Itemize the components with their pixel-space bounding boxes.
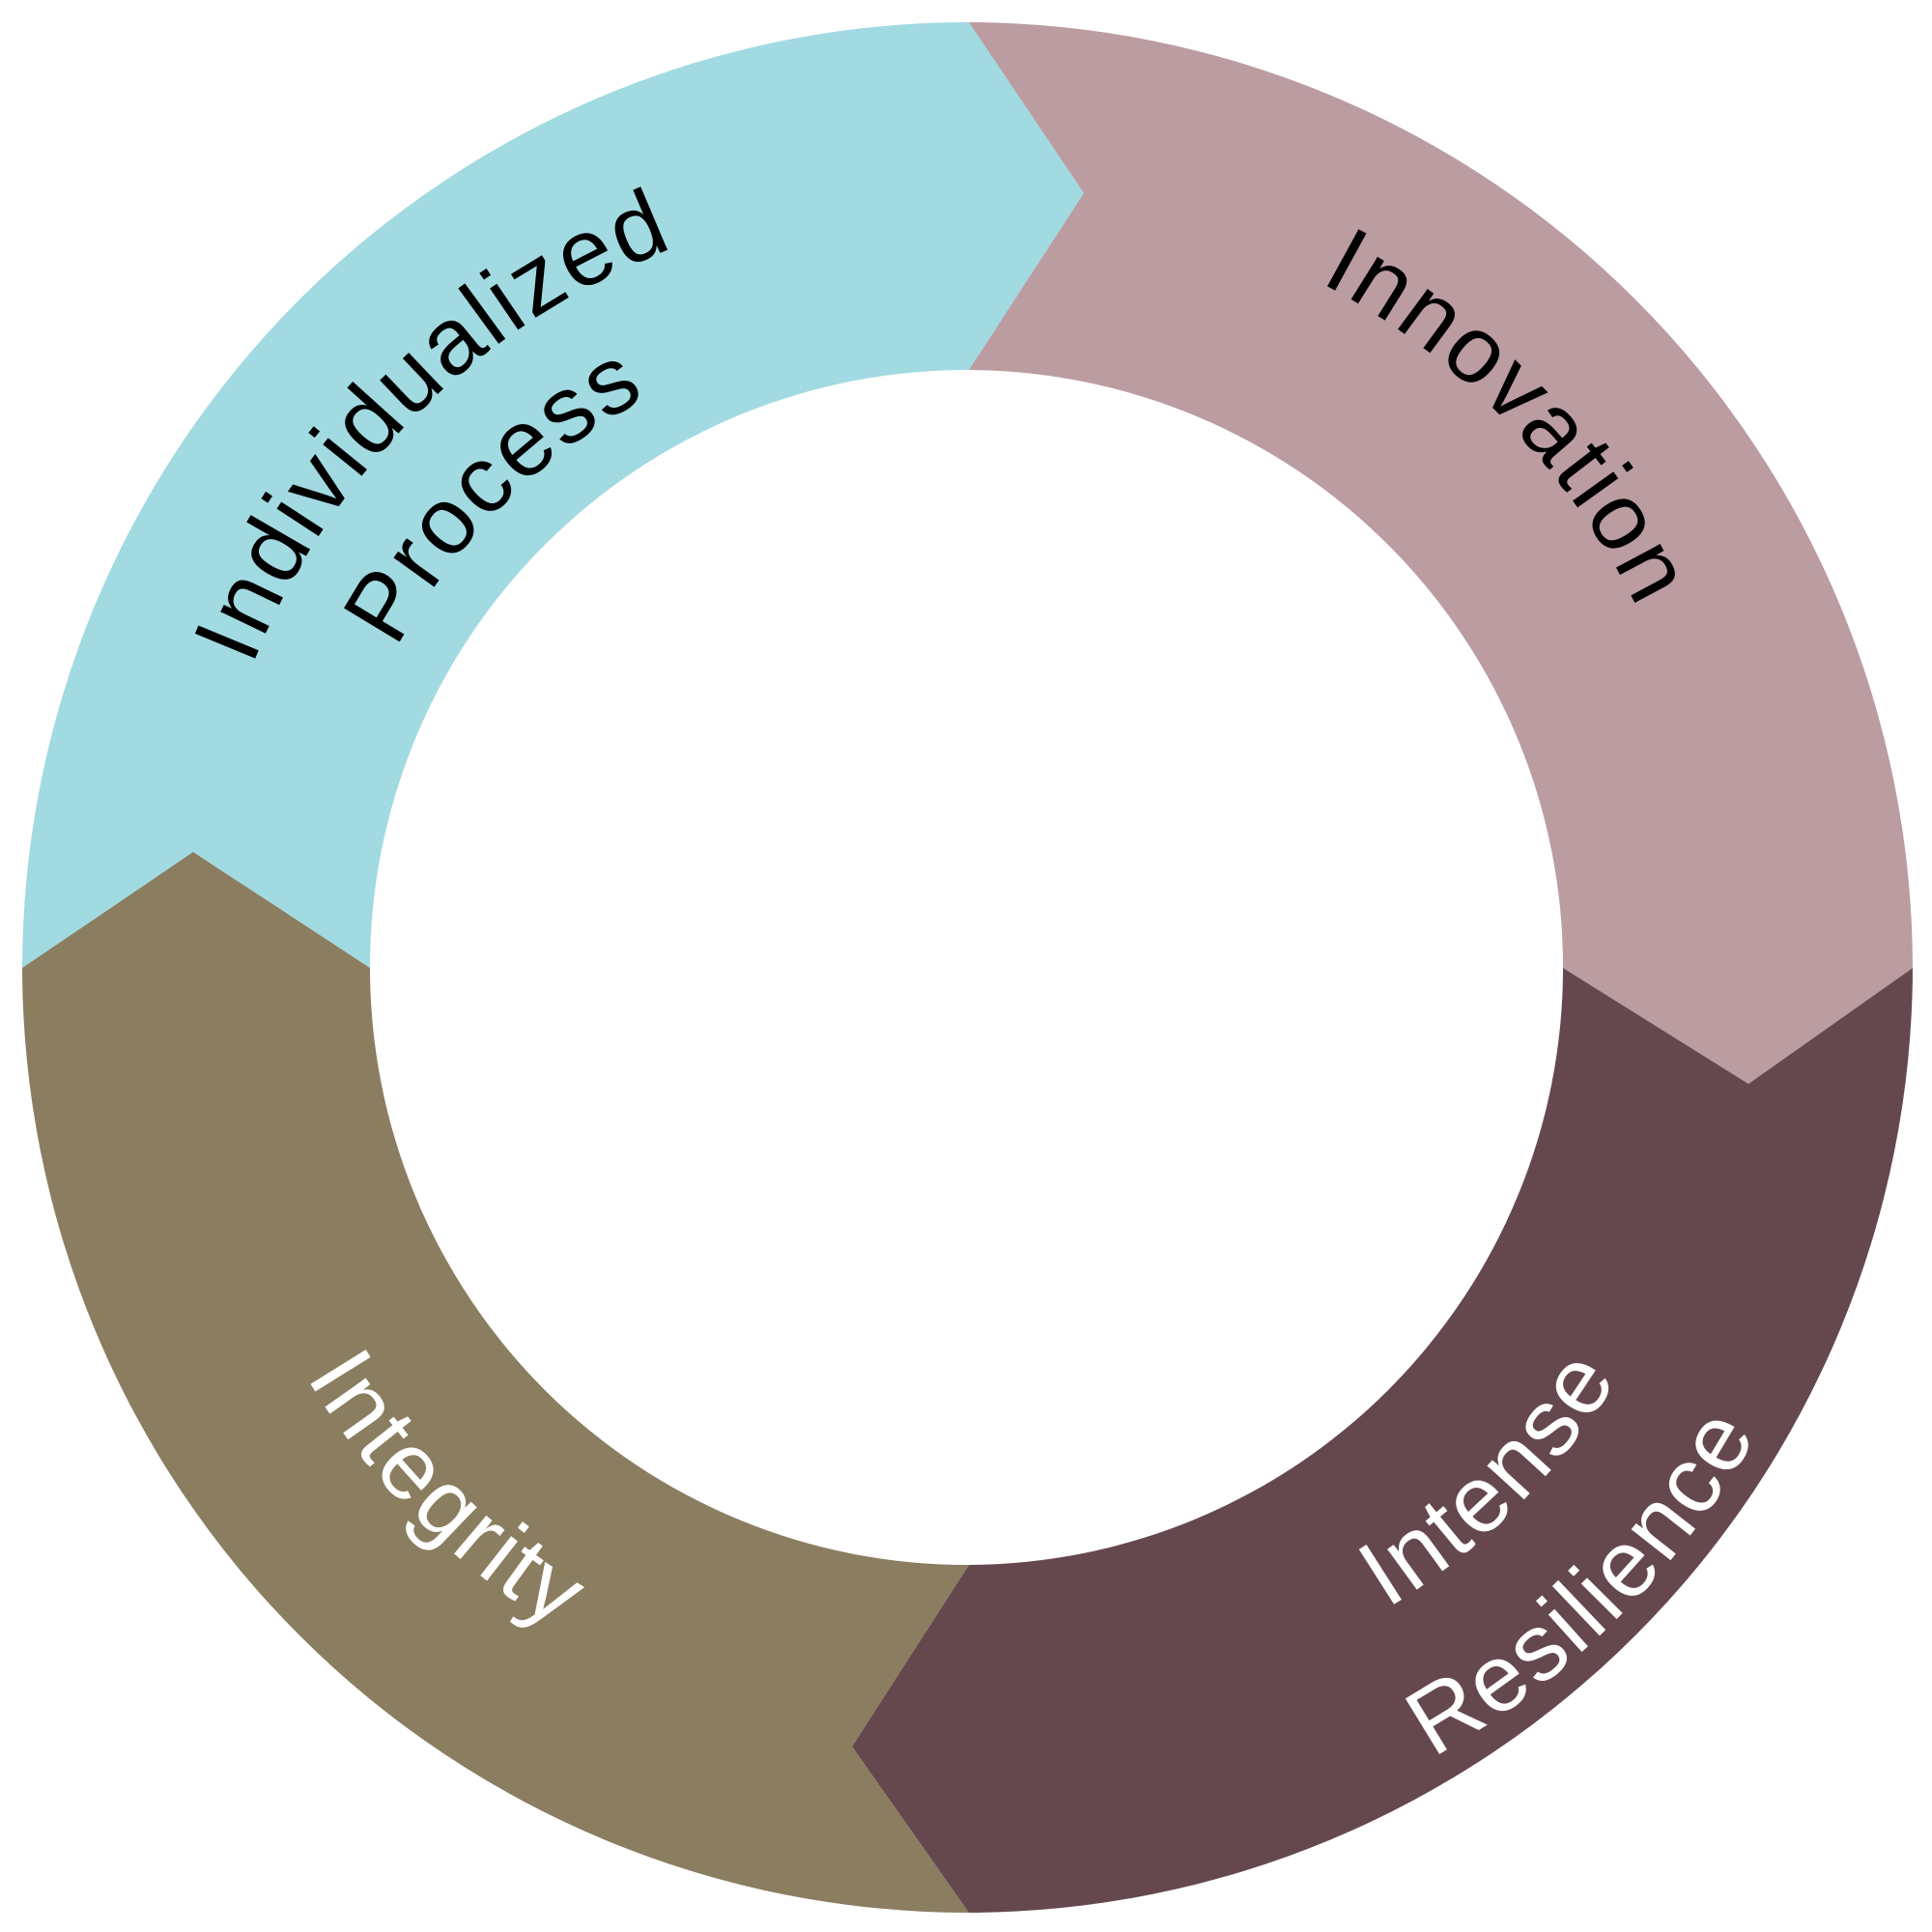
segment-innovation: [969, 22, 1913, 1084]
segment-individualized-process: [22, 22, 1084, 968]
segment-integrity: [22, 852, 969, 1913]
segment-intense-resilience: [852, 968, 1913, 1913]
